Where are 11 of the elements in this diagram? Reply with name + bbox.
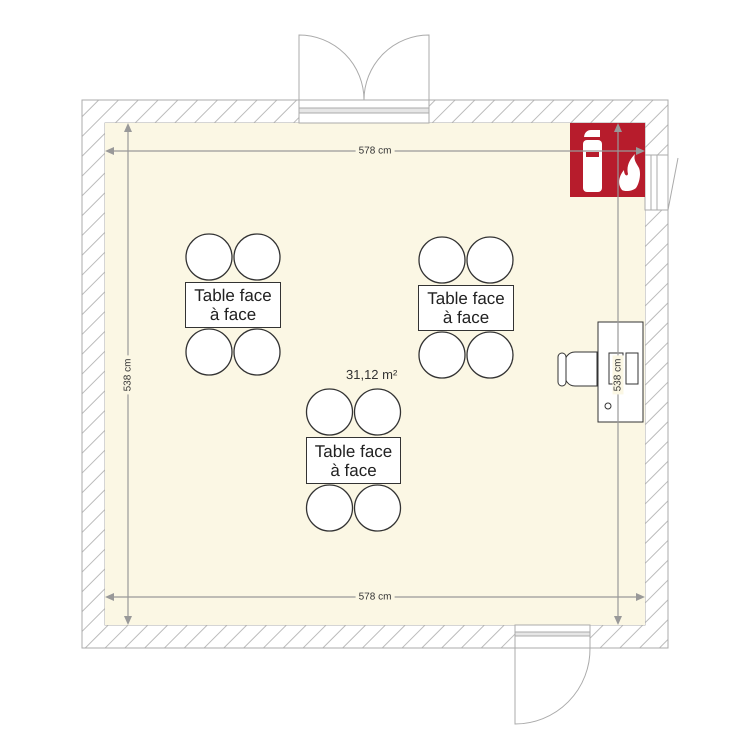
table <box>185 282 281 328</box>
dimension-label: 538 cm <box>122 356 134 394</box>
table <box>306 437 401 484</box>
area-label: 31,12 m² <box>346 367 398 382</box>
table-label: Table face à face <box>193 286 273 324</box>
table-label: Table face à face <box>314 442 394 480</box>
table <box>418 285 514 331</box>
dimension-label: 578 cm <box>356 146 394 156</box>
table-label: Table face à face <box>426 289 506 327</box>
dimension-label: 578 cm <box>356 592 394 602</box>
dimension-label: 538 cm <box>612 356 624 394</box>
